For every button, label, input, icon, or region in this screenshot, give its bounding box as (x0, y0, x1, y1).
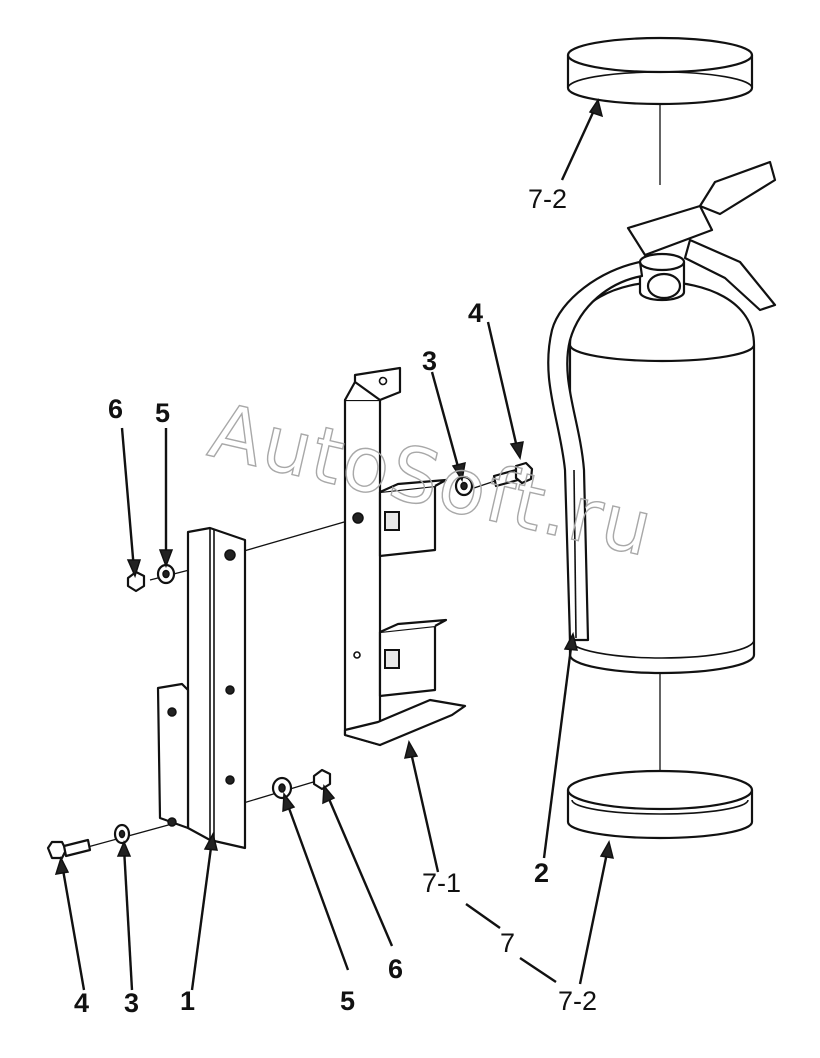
fire-extinguisher-icon (547, 160, 777, 675)
callout-7: 7 (500, 928, 515, 958)
bolt-icon (492, 461, 534, 488)
callout-6-bottom: 6 (388, 954, 403, 984)
clamp-ring-icon (566, 769, 754, 840)
axis-line-bolt-top (229, 517, 359, 556)
callout-7-2-top: 7-2 (528, 184, 567, 214)
bolt-icon (46, 838, 92, 860)
mounting-plate-icon (156, 526, 247, 850)
callout-4-top: 4 (468, 298, 483, 328)
clamp-ring-icon (566, 36, 754, 106)
callout-7-1: 7-1 (422, 868, 461, 898)
nut-icon (312, 768, 332, 791)
callout-1: 1 (180, 986, 195, 1016)
washer-icon (113, 823, 131, 845)
washer-icon (156, 563, 176, 585)
callout-3-bottom: 3 (124, 988, 139, 1018)
mounting-bracket-icon (343, 366, 467, 747)
callout-7-2-bottom: 7-2 (558, 986, 597, 1016)
callout-4-bottom: 4 (74, 988, 89, 1018)
callout-6-left: 6 (108, 394, 123, 424)
washer-icon (271, 776, 293, 800)
callout-2: 2 (534, 858, 549, 888)
washer-icon (454, 475, 474, 497)
leader-lines (54, 98, 615, 991)
callout-5-bottom: 5 (340, 986, 355, 1016)
callout-5-left: 5 (155, 398, 170, 428)
callout-3-top: 3 (422, 346, 437, 376)
